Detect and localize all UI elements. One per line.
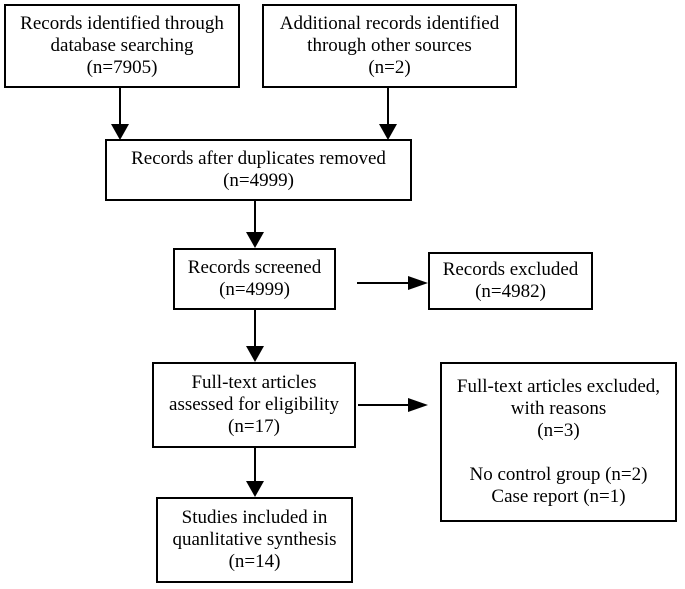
box-studies-included-synthesis-text: Studies included in quanlitative synthes… [172,507,337,572]
box-fulltext-articles-excluded-text: Full-text articles excluded, with reason… [456,376,661,507]
arrow-screened-to-fulltext [246,310,264,362]
box-additional-records-other-sources-text: Additional records identified through ot… [279,13,500,78]
box-studies-included-synthesis: Studies included in quanlitative synthes… [156,497,353,583]
box-fulltext-articles-excluded: Full-text articles excluded, with reason… [440,362,677,522]
box-records-excluded-text: Records excluded (n=4982) [442,259,579,302]
box-records-after-duplicates-removed: Records after duplicates removed (n=4999… [105,139,412,201]
box-records-excluded: Records excluded (n=4982) [428,252,593,310]
arrow-fulltext-to-excluded [358,398,428,412]
box-fulltext-articles-assessed-text: Full-text articles assessed for eligibil… [169,372,339,437]
arrow-identified-other-to-duplicates [379,88,397,140]
arrow-duplicates-to-screened [246,201,264,248]
box-additional-records-other-sources: Additional records identified through ot… [262,4,517,88]
arrow-screened-to-excluded [357,276,428,290]
box-records-identified-database-text: Records identified through database sear… [20,13,224,78]
box-records-identified-database: Records identified through database sear… [4,4,240,88]
arrow-identified-db-to-duplicates [111,88,129,140]
box-records-after-duplicates-removed-text: Records after duplicates removed (n=4999… [131,148,386,191]
arrow-fulltext-to-included [246,448,264,497]
box-fulltext-articles-assessed: Full-text articles assessed for eligibil… [152,362,356,448]
box-records-screened: Records screened (n=4999) [173,248,336,310]
box-records-screened-text: Records screened (n=4999) [187,257,322,300]
